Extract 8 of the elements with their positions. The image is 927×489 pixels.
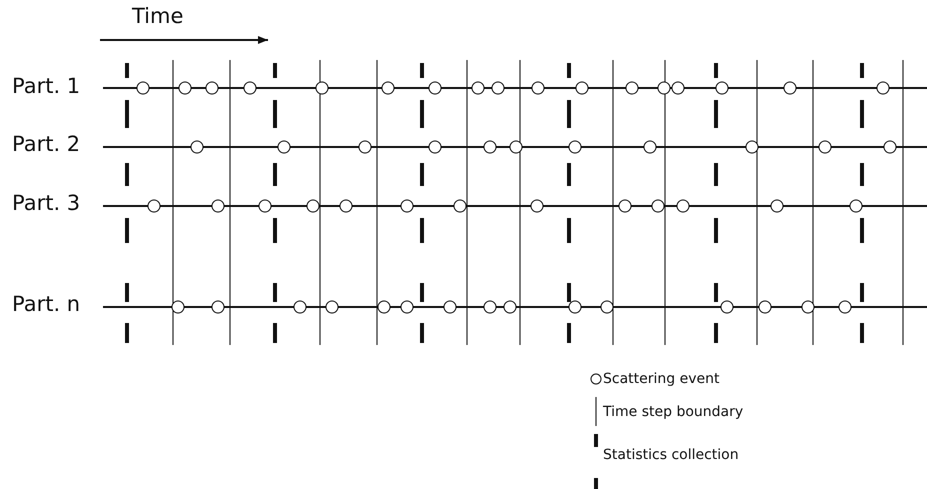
legend-label: Time step boundary xyxy=(603,405,744,419)
row-label: Part. 3 xyxy=(12,193,80,214)
legend-label: Statistics collection xyxy=(603,448,739,462)
axis-title: Time xyxy=(132,6,184,27)
row-label: Part. 2 xyxy=(12,134,80,155)
row-label: Part. 1 xyxy=(12,76,80,97)
legend-label: Scattering event xyxy=(603,372,720,386)
row-label: Part. n xyxy=(12,294,80,315)
